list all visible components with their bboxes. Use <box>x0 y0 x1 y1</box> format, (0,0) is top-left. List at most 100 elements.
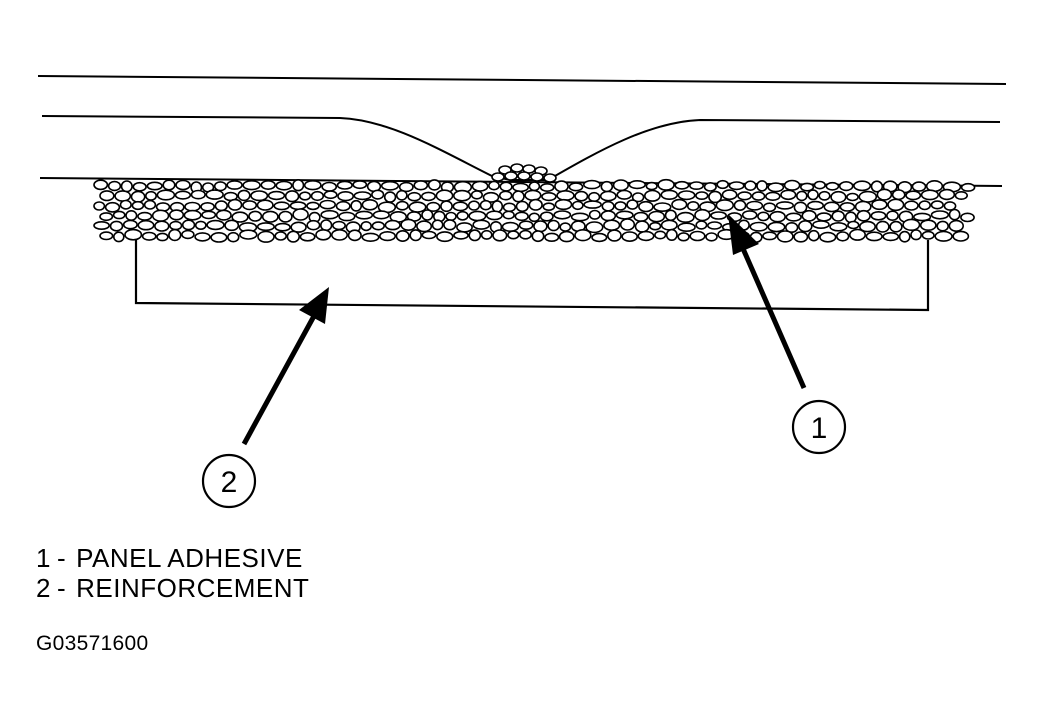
adhesive-bead <box>482 191 500 203</box>
adhesive-bead <box>583 179 601 190</box>
adhesive-bead <box>801 209 817 222</box>
adhesive-bead <box>737 191 752 201</box>
legend-number: 1 <box>36 543 51 573</box>
adhesive-bead <box>112 210 126 220</box>
adhesive-bead <box>875 220 890 233</box>
adhesive-bead <box>512 190 525 203</box>
adhesive-bead <box>510 163 524 173</box>
adhesive-bead <box>570 212 590 222</box>
adhesive-bead <box>298 191 312 201</box>
figure-id: G03571600 <box>36 632 149 655</box>
adhesive-bead <box>205 189 224 200</box>
adhesive-bead <box>194 220 207 231</box>
adhesive-bead <box>733 199 747 211</box>
adhesive-bead <box>543 173 557 183</box>
adhesive-bead <box>267 190 286 201</box>
adhesive-bead <box>427 179 442 191</box>
adhesive-bead <box>601 200 615 212</box>
adhesive-bead <box>146 181 163 191</box>
adhesive-bead <box>107 180 122 192</box>
adhesive-bead <box>839 201 856 212</box>
adhesive-bead <box>320 209 339 220</box>
adhesive-bead <box>830 190 847 204</box>
adhesive-bead <box>452 201 469 212</box>
adhesive-bead <box>361 232 380 243</box>
adhesive-bead <box>141 231 157 241</box>
adhesive-bead <box>780 189 797 201</box>
adhesive-bead <box>350 199 363 212</box>
adhesive-bead <box>528 212 541 223</box>
panel-adhesive-layer <box>93 163 976 244</box>
legend-text: PANEL ADHESIVE <box>76 543 303 573</box>
adhesive-bead <box>491 200 504 213</box>
adhesive-bead <box>360 221 373 232</box>
adhesive-bead <box>615 210 634 220</box>
adhesive-bead <box>921 230 935 240</box>
adhesive-bead <box>930 200 944 210</box>
adhesive-bead <box>492 229 508 242</box>
adhesive-bead <box>355 210 374 220</box>
adhesive-bead <box>716 179 730 190</box>
adhesive-bead <box>248 210 263 222</box>
adhesive-bead <box>876 188 893 201</box>
adhesive-bead <box>705 232 718 242</box>
adhesive-bead <box>936 220 950 232</box>
adhesive-bead <box>215 209 232 221</box>
adhesive-bead <box>485 210 503 221</box>
adhesive-bead <box>634 220 650 233</box>
adhesive-bead <box>125 210 138 222</box>
adhesive-bead <box>886 210 899 221</box>
callout-1-label: 1 <box>811 412 828 445</box>
adhesive-bead <box>943 201 957 211</box>
adhesive-bead <box>398 181 414 193</box>
adhesive-bead <box>911 181 927 192</box>
adhesive-bead <box>853 180 872 192</box>
adhesive-bead <box>250 190 269 202</box>
adhesive-bead <box>175 179 191 191</box>
adhesive-bead <box>653 202 672 212</box>
adhesive-bead <box>407 191 422 202</box>
adhesive-bead <box>400 218 417 232</box>
callout-2-arrowhead <box>299 287 329 324</box>
adhesive-bead <box>372 210 390 220</box>
adhesive-bead <box>183 209 202 221</box>
adhesive-bead <box>574 229 592 242</box>
adhesive-bead <box>542 202 556 211</box>
adhesive-bead <box>649 221 662 231</box>
adhesive-bead <box>816 212 832 222</box>
adhesive-bead <box>677 190 696 201</box>
adhesive-bead <box>776 230 794 243</box>
adhesive-bead <box>137 211 153 221</box>
adhesive-bead <box>775 201 795 210</box>
adhesive-bead <box>910 229 922 241</box>
adhesive-bead <box>408 201 427 213</box>
adhesive-bead <box>954 191 968 201</box>
adhesive-bead <box>671 198 688 211</box>
callout-1-circle <box>791 399 847 455</box>
adhesive-bead <box>292 179 305 192</box>
adhesive-bead <box>93 221 110 231</box>
adhesive-bead <box>902 218 921 232</box>
adhesive-bead <box>554 198 573 211</box>
adhesive-bead <box>645 181 658 191</box>
adhesive-bead <box>583 200 602 209</box>
reinforcement-bracket <box>134 232 930 312</box>
adhesive-bead <box>751 191 766 201</box>
adhesive-bead <box>214 200 229 212</box>
adhesive-bead <box>870 180 884 193</box>
adhesive-bead <box>119 199 132 210</box>
adhesive-bead <box>504 171 518 181</box>
adhesive-bead <box>194 232 211 242</box>
adhesive-bead <box>231 211 249 223</box>
adhesive-bead <box>256 222 275 232</box>
adhesive-bead <box>156 189 176 201</box>
adhesive-bead <box>371 189 385 200</box>
adhesive-bead <box>93 179 109 191</box>
adhesive-bead <box>416 220 433 233</box>
adhesive-bead <box>239 229 258 240</box>
adhesive-bead <box>882 232 900 242</box>
adhesive-bead <box>168 209 185 221</box>
adhesive-bead <box>109 220 124 232</box>
adhesive-bead <box>113 231 125 243</box>
adhesive-bead <box>657 178 675 191</box>
